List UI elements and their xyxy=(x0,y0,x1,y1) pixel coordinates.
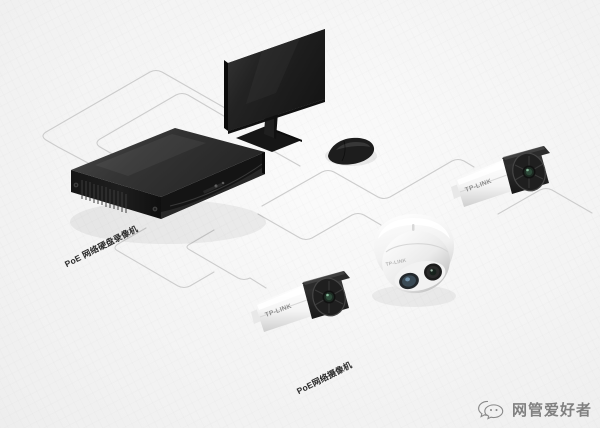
cable-to-bullet-left xyxy=(186,229,267,289)
monitor-edge xyxy=(224,60,228,131)
nvr-vents xyxy=(81,180,127,213)
watermark: 网管爱好者 xyxy=(477,398,592,420)
nvr-bezel-gloss xyxy=(161,166,265,219)
nvr-top xyxy=(71,128,265,197)
dome-status-notch xyxy=(412,224,415,231)
cable-spur-lower-left xyxy=(114,227,215,289)
nvr-front-face xyxy=(161,152,265,219)
cable-right-edge xyxy=(497,187,593,215)
cable-loop-outer xyxy=(42,69,233,197)
wechat-bubble-icon xyxy=(478,400,504,420)
dome-brand-text: TP-LINK xyxy=(385,258,407,268)
nvr-left-face xyxy=(71,170,161,219)
monitor-base xyxy=(236,126,302,152)
cable-to-dome xyxy=(257,212,382,241)
watermark-text: 网管爱好者 xyxy=(511,401,592,419)
nvr-brand-plate xyxy=(203,182,223,194)
cable-loop-inner xyxy=(96,92,247,187)
nvr-led-hdd xyxy=(221,181,225,185)
cable-to-bullet-right xyxy=(261,158,475,207)
